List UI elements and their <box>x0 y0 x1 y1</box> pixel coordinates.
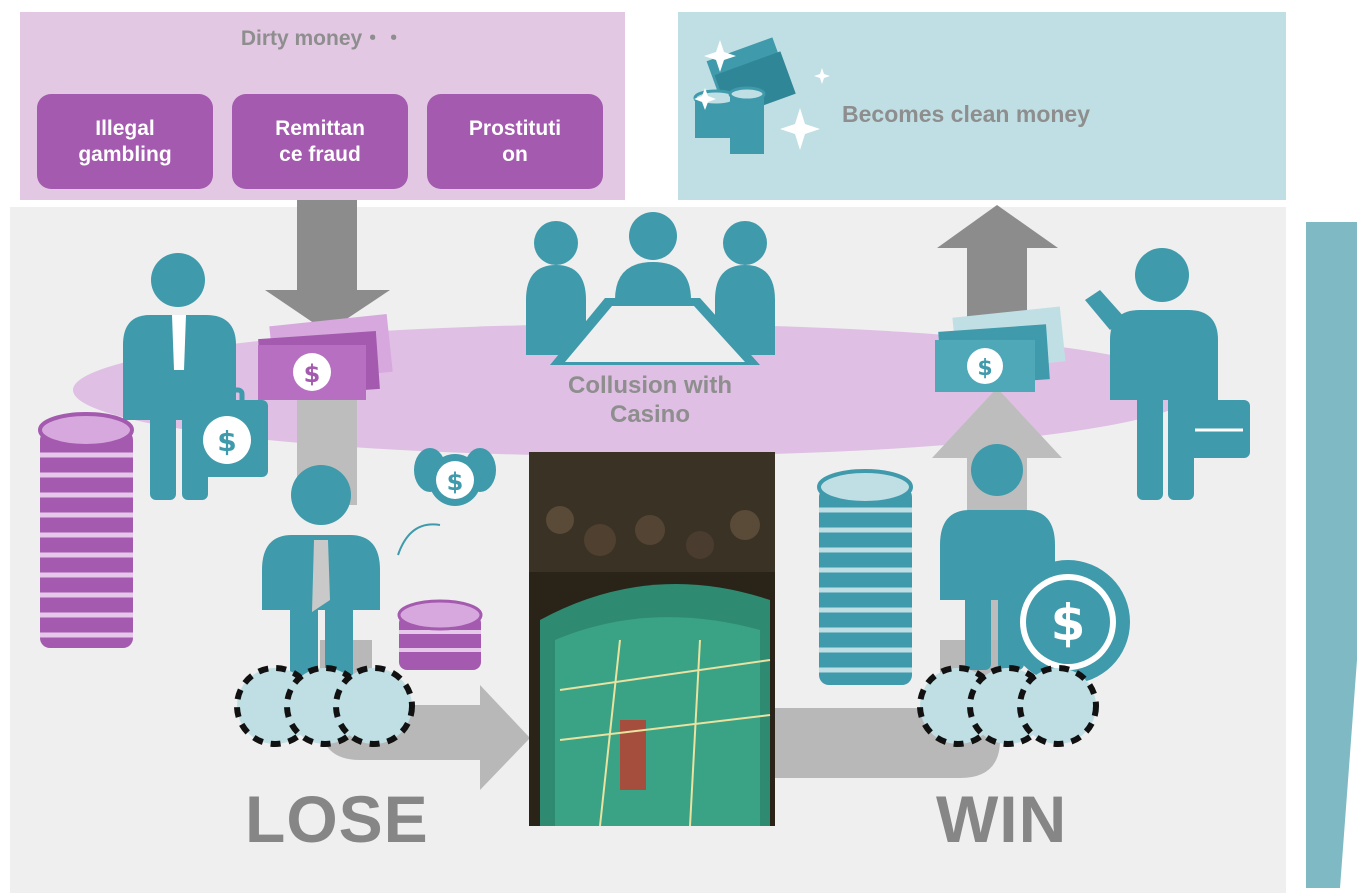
crime-label-line1: Remittan <box>275 117 365 141</box>
svg-text:$: $ <box>977 356 992 381</box>
dirty-money-title: Dirty money・・ <box>240 27 405 50</box>
svg-text:$: $ <box>447 468 464 496</box>
crime-box-remittance-fraud: Remittan ce fraud <box>232 94 408 189</box>
chip-stack-small-icon <box>397 599 483 670</box>
chip-row-lose-icon <box>234 665 415 747</box>
lose-label: LOSE <box>245 782 429 856</box>
meeting-icon <box>526 212 775 365</box>
crime-box-illegal-gambling: Illegal gambling <box>37 94 213 189</box>
svg-text:$: $ <box>217 425 236 458</box>
svg-text:$: $ <box>1051 594 1086 652</box>
chip-stack-teal-icon <box>817 469 913 685</box>
crime-label-line2: on <box>502 142 528 166</box>
crime-box-prostitution: Prostituti on <box>427 94 603 189</box>
briefcase-icon: $ <box>186 387 268 477</box>
money-stack-icon: $ <box>258 313 393 400</box>
lose-arrow-icon <box>320 640 530 790</box>
win-label: WIN <box>936 782 1068 856</box>
collusion-line2: Casino <box>609 400 690 428</box>
clean-money-panel <box>678 12 1286 200</box>
crime-label-line2: gambling <box>78 142 172 166</box>
sparkle-icon <box>694 40 830 150</box>
collusion-label: Collusion with Casino <box>520 372 780 430</box>
chip-row-win-icon <box>917 665 1099 747</box>
chip-stack-purple-icon <box>38 412 134 648</box>
dollar-coin-icon: $ <box>397 448 496 556</box>
casino-table-photo <box>529 452 775 827</box>
dollar-gear-icon: $ <box>1006 560 1130 684</box>
money-stack-teal-icon: $ <box>935 306 1066 392</box>
businessman-right-icon <box>1085 248 1250 500</box>
losing-player-icon <box>262 465 380 680</box>
crime-label-line1: Illegal <box>95 117 155 141</box>
clean-money-title: Becomes clean money <box>842 101 1091 127</box>
collusion-line1: Collusion with <box>568 372 732 399</box>
crime-label-line2: ce fraud <box>279 142 361 166</box>
crime-label-line1: Prostituti <box>468 117 562 141</box>
svg-text:$: $ <box>304 360 321 388</box>
